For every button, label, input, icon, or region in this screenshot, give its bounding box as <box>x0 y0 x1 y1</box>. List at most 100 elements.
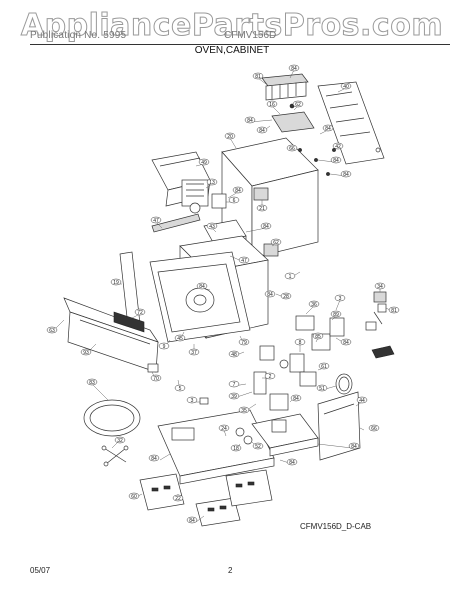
svg-text:18: 18 <box>233 446 239 452</box>
svg-text:32: 32 <box>117 438 123 444</box>
callout: 84 <box>289 394 302 403</box>
blower-part <box>211 193 227 209</box>
svg-text:84: 84 <box>235 188 241 194</box>
svg-text:81: 81 <box>391 308 397 314</box>
control-panel-part <box>63 297 159 373</box>
callout: 84 <box>256 125 271 134</box>
callout: 72 <box>131 308 146 319</box>
callout: 43 <box>206 222 218 233</box>
front-frame-part <box>149 251 251 343</box>
section-title: OVEN,CABINET <box>194 45 270 56</box>
svg-text:19: 19 <box>113 280 119 286</box>
svg-text:36: 36 <box>311 302 317 308</box>
callout: 3 <box>334 294 346 311</box>
svg-text:84: 84 <box>333 158 339 164</box>
callout: 84 <box>317 442 360 450</box>
transformer-base-part <box>251 413 319 457</box>
callout: 18 <box>230 443 242 452</box>
svg-text:51: 51 <box>319 386 325 392</box>
callout: 7 <box>228 380 247 388</box>
svg-text:72: 72 <box>137 310 143 316</box>
bracket-part <box>271 103 315 133</box>
model-label: CFMV156D <box>224 30 277 41</box>
svg-text:2: 2 <box>269 374 272 380</box>
callout: 32 <box>111 436 126 449</box>
glass-tray-part <box>83 399 141 437</box>
svg-text:43: 43 <box>209 224 215 230</box>
callout: 84 <box>335 337 352 346</box>
bottom-cover-parts <box>139 469 273 527</box>
callout: 84 <box>244 116 273 124</box>
svg-text:37: 37 <box>191 350 197 356</box>
callout: 84 <box>329 170 352 178</box>
svg-text:89: 89 <box>333 312 339 318</box>
callout: 3 <box>186 396 200 404</box>
callout: 84 <box>317 156 342 164</box>
callout: 13 <box>205 178 218 189</box>
callout: 2 <box>262 372 276 380</box>
callout: 93 <box>80 343 97 356</box>
header-rule <box>30 44 450 45</box>
svg-text:28: 28 <box>283 294 289 300</box>
callout: 9 <box>158 339 171 350</box>
callout: 45 <box>174 331 186 342</box>
coupler-part <box>147 363 159 373</box>
callout: 61 <box>317 362 330 371</box>
svg-text:47: 47 <box>153 218 159 224</box>
callout: 44 <box>355 396 368 407</box>
callout: 66 <box>359 424 380 432</box>
callout: 70 <box>150 371 162 382</box>
svg-text:13: 13 <box>209 180 215 186</box>
svg-text:62: 62 <box>295 102 301 108</box>
svg-text:48: 48 <box>231 352 237 358</box>
side-panel-part <box>317 391 361 461</box>
svg-text:42: 42 <box>335 144 341 150</box>
svg-text:44: 44 <box>359 398 365 404</box>
callout: 22 <box>172 494 184 502</box>
top-vent-part <box>261 73 309 101</box>
callout: 84 <box>288 64 300 79</box>
electrical-components <box>253 315 353 411</box>
svg-text:61: 61 <box>321 364 327 370</box>
svg-text:6: 6 <box>233 198 236 204</box>
svg-text:84: 84 <box>351 444 357 450</box>
insulation-pad-part <box>263 243 279 257</box>
clip-part <box>199 397 209 405</box>
svg-text:81: 81 <box>255 74 261 80</box>
callout: 1 <box>284 271 301 280</box>
svg-text:63: 63 <box>49 328 55 334</box>
svg-text:79: 79 <box>241 340 247 346</box>
callout: 60 <box>128 492 143 500</box>
callout: 83 <box>86 378 109 401</box>
svg-text:70: 70 <box>153 376 159 382</box>
svg-text:84: 84 <box>289 460 295 466</box>
svg-text:39: 39 <box>231 394 237 400</box>
callout: 63 <box>46 319 65 334</box>
callout: 66 <box>286 144 300 152</box>
callout: 24 <box>218 424 230 437</box>
callout: 62 <box>292 100 304 111</box>
callout: 49 <box>195 158 210 167</box>
svg-text:21: 21 <box>259 206 265 212</box>
callout: 84 <box>196 282 211 291</box>
callout: 19 <box>110 278 122 286</box>
svg-text:84: 84 <box>343 340 349 346</box>
diagram-code: CFMV156D_D-CAB <box>300 522 372 531</box>
duct-brace-part <box>151 213 201 233</box>
svg-text:66: 66 <box>289 146 295 152</box>
callout: 85 <box>312 332 324 343</box>
svg-text:35: 35 <box>241 408 247 414</box>
svg-text:40: 40 <box>343 84 349 90</box>
svg-text:24: 24 <box>221 426 227 432</box>
svg-text:52: 52 <box>255 444 261 450</box>
svg-text:84: 84 <box>293 396 299 402</box>
callout: 81 <box>252 72 267 85</box>
callout: 79 <box>238 335 250 346</box>
callout: 42 <box>332 142 344 151</box>
fan-motor-part <box>181 179 209 214</box>
label-plate-part <box>253 187 269 201</box>
callout: 84 <box>319 124 334 135</box>
svg-text:84: 84 <box>151 456 157 462</box>
callout: 21 <box>256 200 268 212</box>
svg-text:84: 84 <box>259 128 265 134</box>
